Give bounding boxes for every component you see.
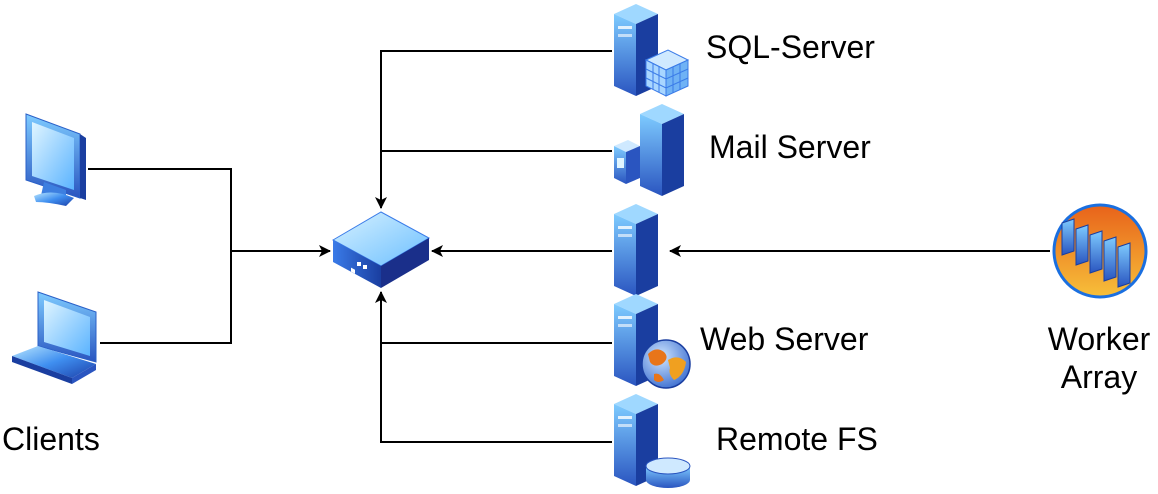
worker-array-icon: [1052, 203, 1148, 299]
edge-desktop-to-switch: [88, 168, 331, 257]
edge-laptop-to-switch: [100, 251, 232, 344]
remote-fs-label: Remote FS: [716, 421, 878, 457]
web-server-icon: [614, 294, 691, 389]
clients-label: Clients: [2, 421, 100, 457]
disk-icon: [645, 457, 691, 488]
edge-sql-to-switch: [375, 50, 612, 209]
edge-remotefs-to-switch: [380, 343, 612, 443]
desktop-monitor-icon: [25, 113, 86, 206]
mail-server-icon: [614, 104, 684, 196]
mail-server-label: Mail Server: [709, 129, 871, 165]
edge-web-to-switch: [375, 291, 612, 344]
edges: [88, 50, 1050, 443]
globe-icon: [641, 339, 691, 389]
laptop-icon: [12, 291, 97, 384]
mailbox-icon: [614, 140, 640, 184]
worker-array-label: Worker Array: [1047, 321, 1151, 395]
table-grid-icon: [644, 49, 690, 97]
file-server-icon: [614, 394, 691, 488]
network-switch-icon: [331, 211, 431, 288]
server-icon: [614, 204, 658, 296]
database-server-icon: [614, 4, 690, 97]
sql-server-label: SQL-Server: [706, 29, 875, 65]
web-server-label: Web Server: [700, 321, 869, 357]
